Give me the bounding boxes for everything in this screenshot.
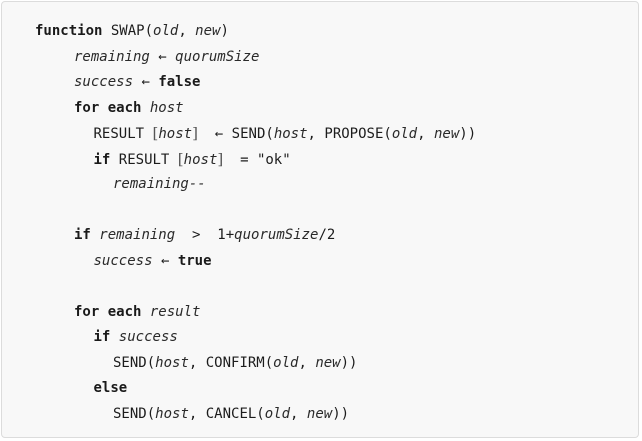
variable: success (74, 74, 134, 90)
variable: old (391, 126, 418, 142)
code-text: ] (217, 149, 224, 168)
code-text (141, 304, 149, 320)
code-text: > 1+ (175, 227, 235, 243)
code-text: /2 (318, 227, 336, 243)
code-text: SWAP( (102, 23, 154, 39)
pseudocode: function SWAP(old, new)remaining ← quoru… (35, 19, 476, 427)
variable: host (155, 354, 189, 371)
code-line: remaining ← quorumSize (35, 45, 476, 71)
code-line: RESULT [host] ← SEND(host, PROPOSE(old, … (35, 121, 477, 147)
code-line: if remaining > 1+quorumSize/2 (35, 223, 476, 249)
code-text: , PROPOSE( (307, 126, 392, 142)
code-text: , (417, 126, 434, 142)
code-text (110, 329, 118, 345)
keyword: if (74, 227, 91, 243)
variable: quorumSize (234, 227, 319, 243)
code-line: success ← false (35, 70, 476, 96)
code-text: SEND( (113, 405, 156, 422)
variable: host (155, 405, 189, 422)
code-line: if success (35, 325, 476, 351)
variable: old (153, 23, 179, 39)
code-line: for each result (35, 300, 476, 326)
variable: host (183, 151, 218, 168)
code-text: ← SEND( (197, 126, 274, 142)
variable: host (273, 126, 308, 142)
code-text: ← (133, 74, 159, 90)
keyword: true (177, 252, 212, 269)
variable: new (433, 126, 460, 142)
keyword: function (35, 23, 103, 39)
code-line: SEND(host, CANCEL(old, new)) (35, 402, 476, 428)
variable: remaining-- (113, 176, 206, 192)
code-text: ) (220, 23, 229, 39)
code-text: , CANCEL( (188, 405, 265, 422)
variable: quorumSize (175, 48, 260, 65)
code-line: else (35, 376, 476, 402)
keyword: for each (74, 99, 142, 116)
keyword: false (158, 74, 201, 90)
code-text: )) (332, 405, 350, 422)
code-line: success ← true (35, 249, 476, 275)
code-text: RESULT (110, 151, 178, 168)
code-text (141, 100, 149, 116)
code-line: remaining-- (35, 172, 476, 198)
code-text: [ (177, 149, 184, 168)
keyword: for each (74, 303, 142, 320)
code-line: for each host (35, 96, 476, 122)
code-text: ] (192, 124, 198, 142)
keyword: else (93, 380, 128, 396)
code-text: , CONFIRM( (188, 354, 274, 371)
code-text: RESULT (93, 126, 153, 142)
code-text: [ (152, 124, 159, 142)
keyword: if (93, 151, 111, 168)
keyword: if (93, 329, 111, 345)
variable: result (149, 303, 201, 320)
variable: remaining (74, 48, 150, 65)
code-line: if RESULT [host] = "ok" (35, 147, 476, 173)
code-text: ← (149, 48, 176, 65)
code-text: ← (152, 252, 178, 269)
variable: new (306, 405, 333, 422)
variable: remaining (99, 227, 176, 243)
code-line: function SWAP(old, new) (35, 19, 476, 45)
variable: host (149, 99, 184, 116)
variable: old (264, 405, 291, 422)
variable: new (195, 23, 221, 39)
code-text: , (290, 405, 307, 422)
variable: old (273, 354, 299, 371)
code-text: )) (459, 126, 477, 142)
code-line (35, 274, 476, 300)
code-text: SEND( (113, 354, 156, 371)
code-line (35, 198, 476, 224)
code-line: SEND(host, CONFIRM(old, new)) (35, 351, 476, 377)
code-text: )) (340, 354, 358, 371)
variable: success (118, 329, 178, 345)
variable: success (93, 252, 153, 269)
code-text: = "ok" (223, 151, 291, 168)
variable: new (315, 354, 341, 371)
code-text: , (178, 23, 196, 39)
code-text: , (298, 354, 316, 371)
variable: host (158, 126, 193, 142)
